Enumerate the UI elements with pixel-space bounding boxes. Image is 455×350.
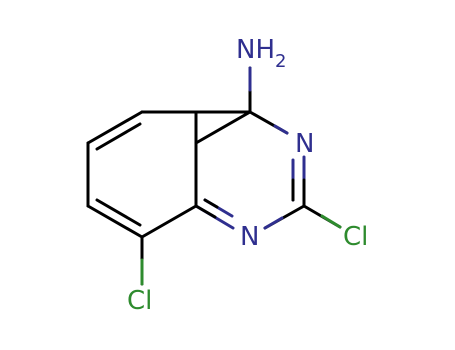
bond-c2-cl-color — [320, 214, 342, 229]
ring-geometry — [194, 110, 252, 208]
bond-n1-c8a-inner-b — [203, 198, 219, 209]
atom-label-cl-8: Cl — [127, 286, 152, 316]
bond-c5-c6 — [86, 110, 144, 145]
amine-subscript: 2 — [275, 51, 286, 72]
bond-c8-c8a — [140, 204, 198, 239]
bond-c7-c8-inner — [95, 198, 142, 227]
bond-lines — [86, 66, 342, 286]
atom-label-cl-2: Cl — [343, 222, 368, 252]
bond-c5-c6-inner — [95, 122, 142, 151]
amine-symbol: NH — [236, 35, 275, 65]
atom-label-amine: NH2 — [236, 35, 286, 72]
bond-c7-c8 — [86, 204, 144, 239]
bond-c4-n3-color — [273, 124, 289, 135]
bond-c2-n1-color — [263, 216, 284, 230]
atom-labels: NH2 N N Cl Cl — [127, 35, 368, 316]
atom-label-n1: N — [240, 222, 259, 252]
atom-label-n3: N — [295, 129, 314, 159]
bond-n1-c8a-b — [194, 204, 217, 219]
bond-c4a-c4 — [194, 110, 252, 145]
